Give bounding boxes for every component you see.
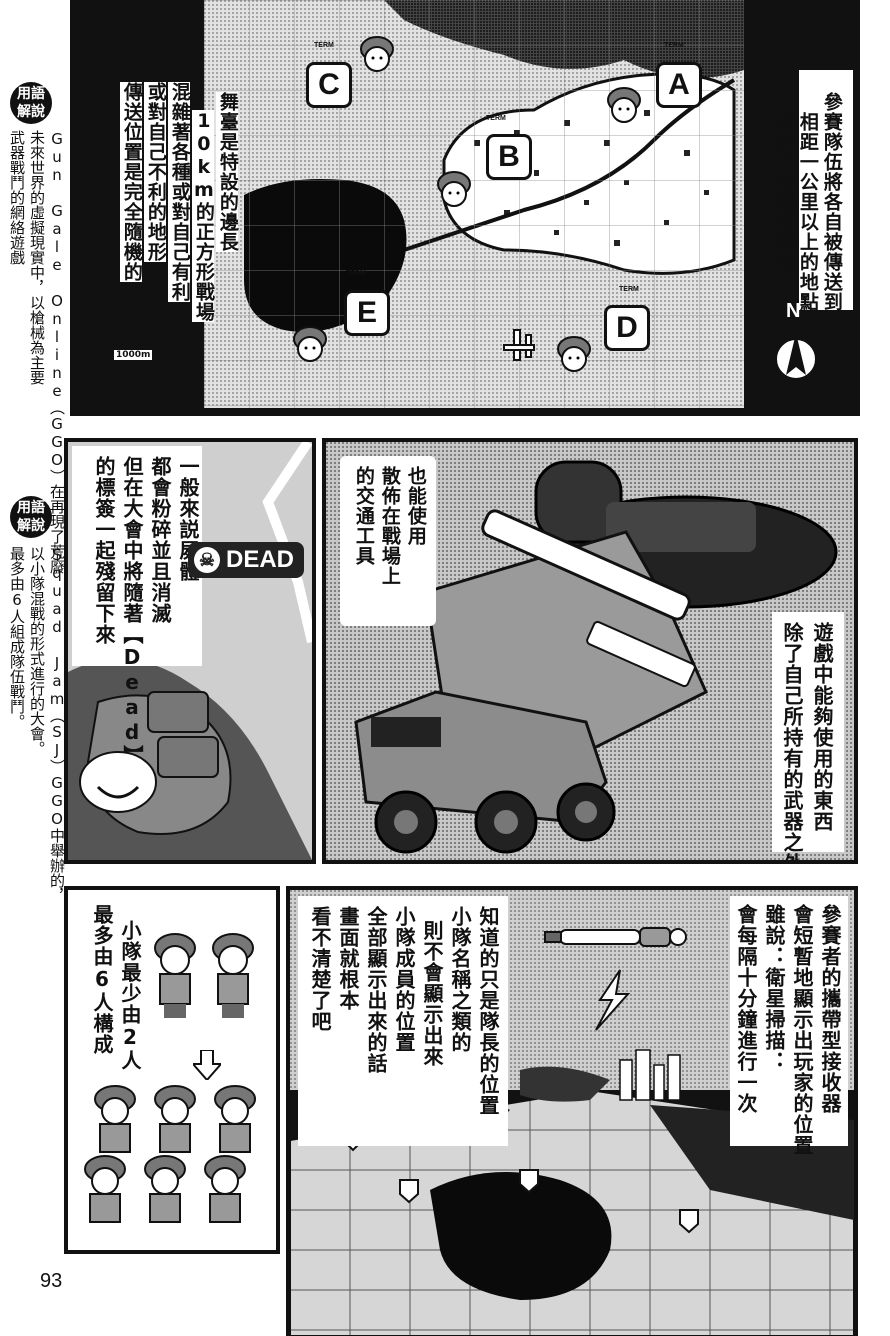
caption-satellite-col4: 會每隔十分鐘進行一次 [734, 904, 758, 1114]
term-label-e: TERM [346, 270, 366, 277]
satellite-panel: 參賽者的攜帶型接收器 會短暫地顯示出玩家的位置 雖說：衛星掃描： 會每隔十分鐘進… [286, 886, 858, 1336]
soldier-icon [94, 1085, 136, 1153]
term-label-c: TERM [314, 42, 334, 49]
soldier-head-icon [557, 336, 591, 372]
caption-satellite-col1: 參賽者的攜帶型接收器 [818, 904, 842, 1114]
caption-leader-col1: 知道的只是隊長的位置 [476, 906, 500, 1116]
caption-leader-col5: 全部顯示出來的話 [364, 906, 388, 1074]
term-d-box: D [604, 305, 650, 351]
caption-vehicle-small-col2: 散佈在戰場上 [378, 466, 401, 586]
soldier-icon [154, 1085, 196, 1153]
corpse-panel: 一般來説屍體 都會粉碎並且消滅 但在大會中將隨著【Dead】 的標簽一起殘留下來… [64, 438, 316, 864]
caption-stage-col3: 混雜著各種或對自己有利 [168, 82, 191, 302]
soldier-head-icon [293, 326, 327, 362]
dead-tag: ☠ DEAD [188, 542, 305, 578]
caption-stage-col1: 舞臺是特設的邊長 [216, 92, 239, 252]
caption-vehicle-col1: 遊戲中能夠使用的東西 [810, 622, 834, 832]
caption-leader-col2: 小隊名稱之類的 [448, 906, 472, 1053]
soldier-icon [204, 1155, 246, 1223]
caption-vehicle-bg [772, 612, 844, 852]
caption-leader-col7: 看不清楚了吧 [308, 906, 332, 1032]
map-illustration [204, 0, 744, 408]
caption-leader-col4: 小隊成員的位置 [392, 906, 416, 1053]
caption-stage-col2: 10km的正方形戰場 [192, 110, 215, 322]
map-area [204, 0, 744, 408]
caption-stage-col5: 傳送位置是完全隨機的 [120, 82, 143, 282]
caption-squad-col1: 小隊最少由2人 [118, 920, 142, 1071]
glossary-ggo-col3: 武器戰鬥的網絡遊戲 [8, 130, 26, 265]
page-number: 93 [40, 1270, 63, 1292]
caption-leader-col3: 則不會顯示出來 [420, 920, 444, 1067]
soldier-icon [154, 933, 196, 1018]
soldier-head-icon [607, 87, 641, 123]
glossary-badge-top: 用語 [17, 86, 45, 102]
skull-icon: ☠ [194, 547, 220, 573]
soldier-icon [214, 1085, 256, 1153]
caption-vehicle-small-bg [340, 456, 436, 626]
caption-satellite-col2: 會短暫地顯示出玩家的位置 [790, 904, 814, 1156]
squad-panel: 小隊最少由2人 最多由6人構成 [64, 886, 280, 1254]
glossary-sj-col1: Squad Jam（SJ）GGO中舉辦的， [48, 546, 66, 903]
glossary-badge-bottom: 解說 [17, 518, 45, 534]
map-panel: TERM C TERM B TERM A TERM E TERM D 1000m… [70, 0, 860, 416]
caption-right-bg [799, 70, 853, 310]
glossary-sj-col3: 最多由6人組成隊伍戰鬥。 [8, 546, 26, 729]
term-e-box: E [344, 290, 390, 336]
caption-vehicle-small-col1: 也能使用 [404, 466, 427, 546]
caption-vehicle-col2: 除了自己所持有的武器之外 [780, 622, 804, 864]
map-scale-label: 1000m [114, 350, 153, 360]
glossary-sj-col2: 以小隊混戰的形式進行的大會。 [28, 546, 46, 756]
term-b-box: B [486, 134, 532, 180]
term-a-box: A [656, 62, 702, 108]
caption-start-col1: 參賽隊伍將各自被傳送到 [820, 92, 843, 312]
caption-start-col3: 然後比賽隨即開始 [772, 112, 795, 272]
glossary-ggo-col1: Gun Gale Online（GGO）在再現了荒廢 [48, 130, 66, 574]
caption-leader-col6: 畫面就根本 [336, 906, 360, 1011]
term-c-box: C [306, 62, 352, 108]
glossary-ggo-col2: 未來世界的虛擬現實中，以槍械為主要 [28, 130, 46, 385]
caption-corpse-col4: 的標簽一起殘留下來 [92, 456, 116, 645]
glossary-badge-top: 用語 [17, 500, 45, 516]
term-label-a: TERM [664, 42, 684, 49]
glossary-badge-bottom: 解說 [17, 104, 45, 120]
glossary-badge: 用語 解說 [10, 82, 52, 124]
soldier-head-icon [360, 36, 394, 72]
soldier-head-icon [437, 171, 471, 207]
caption-satellite-col3: 雖說：衛星掃描： [762, 904, 786, 1072]
north-label: N [786, 300, 801, 322]
caption-vehicle-small-col3: 的交通工具 [352, 466, 375, 566]
caption-stage-col4: 或對自己不利的地形 [144, 82, 167, 262]
caption-start-col2: 相距一公里以上的地點 [796, 112, 819, 312]
soldier-icon [84, 1155, 126, 1223]
caption-leader-bg [298, 896, 508, 1146]
north-arrow-icon [775, 333, 817, 380]
caption-corpse-col3: 但在大會中將隨著【Dead】 [120, 456, 144, 766]
caption-satellite-bg [730, 896, 848, 1146]
arrow-down-icon [193, 1050, 221, 1080]
term-label-b: TERM [486, 115, 506, 122]
map-scale-bar [110, 366, 164, 378]
soldier-icon [144, 1155, 186, 1223]
dead-tag-label: DEAD [226, 546, 295, 573]
term-label-d: TERM [619, 286, 639, 293]
caption-squad-col2: 最多由6人構成 [90, 904, 114, 1055]
soldier-icon [212, 933, 254, 1018]
caption-corpse-col2: 都會粉碎並且消滅 [148, 456, 172, 624]
caption-corpse-bg [72, 446, 202, 666]
vehicle-panel: 也能使用 散佈在戰場上 的交通工具 遊戲中能夠使用的東西 除了自己所持有的武器之… [322, 438, 858, 864]
glossary-badge: 用語 解說 [10, 496, 52, 538]
